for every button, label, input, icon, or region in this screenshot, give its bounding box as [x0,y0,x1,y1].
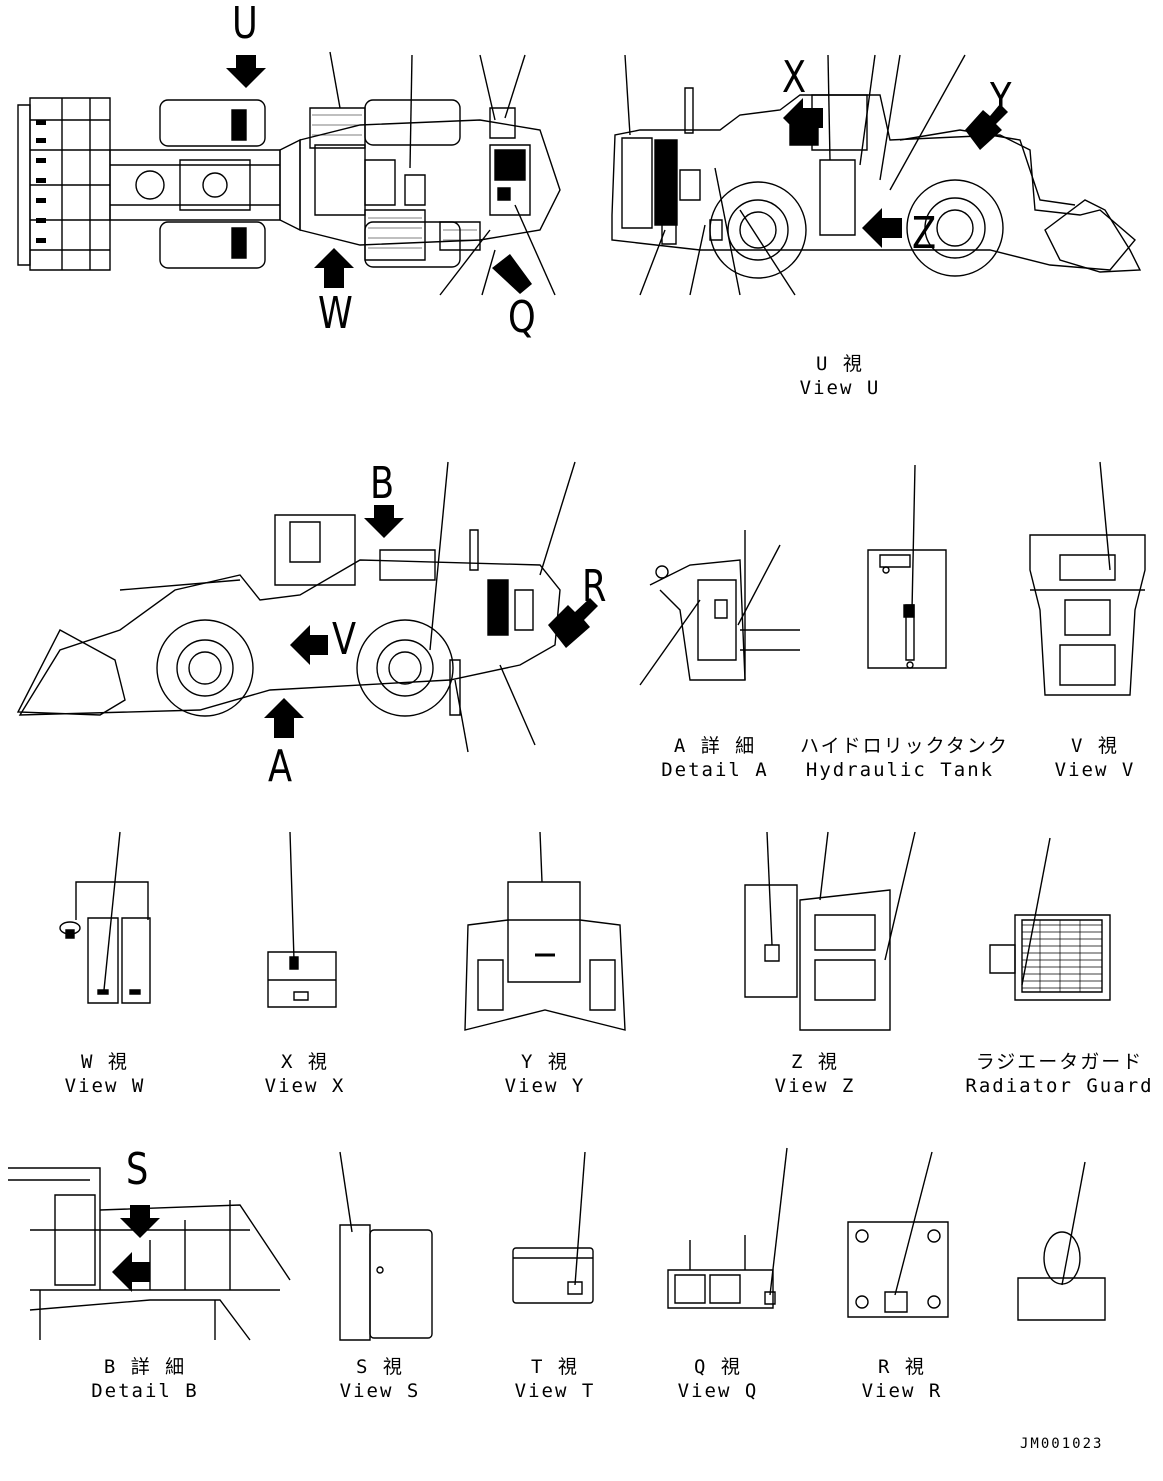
drawing-code: JM001023 [1020,1436,1104,1452]
label-s: S [126,1144,149,1195]
caption-hydraulic-tank: ハイドロリックタンク Hydraulic Tank [800,734,1009,782]
caption-detail-a-en: Detail A [661,759,769,781]
bottom-right-plate-drawing [1018,1162,1105,1320]
top-view-machine [18,52,560,295]
caption-view-z-en: View Z [774,1075,856,1097]
caption-view-r: R 視 View R [842,1355,962,1403]
label-z: Z [912,208,937,259]
caption-view-u-jp: U 視 [816,353,864,375]
caption-view-u-en: View U [799,377,881,399]
view-arrows-detail-b [112,1205,160,1292]
caption-radiator-guard-en: Radiator Guard [965,1075,1154,1097]
view-v-drawing [1030,462,1145,695]
caption-detail-b-en: Detail B [91,1380,199,1402]
caption-view-s-en: View S [339,1380,421,1402]
caption-view-s-jp: S 視 [356,1356,404,1378]
view-arrows-u [783,98,1008,248]
caption-view-x: X 視 View X [245,1050,365,1098]
caption-hydraulic-tank-jp: ハイドロリックタンク [800,735,1009,757]
detail-a-drawing [640,530,800,685]
label-q: Q [508,292,536,343]
view-arrows-side [264,505,598,738]
caption-view-v-jp: V 視 [1071,735,1119,757]
caption-detail-a-jp: A 詳 細 [673,735,757,757]
caption-view-x-jp: X 視 [281,1051,329,1073]
view-y-drawing [465,832,625,1030]
caption-radiator-guard: ラジエータガード Radiator Guard [962,1050,1157,1098]
view-w-drawing [60,832,150,1003]
caption-view-t: T 視 View T [495,1355,615,1403]
caption-view-v: V 視 View V [1040,734,1150,782]
label-w: W [318,288,353,339]
side-view-machine [18,462,575,752]
caption-view-w-jp: W 視 [81,1051,129,1073]
caption-view-y-jp: Y 視 [521,1051,569,1073]
caption-view-t-jp: T 視 [531,1356,579,1378]
caption-view-u: U 視 View U [780,352,900,400]
caption-view-q-jp: Q 視 [694,1356,742,1378]
label-a: A [268,741,293,792]
radiator-guard-drawing [990,838,1110,1000]
caption-view-r-jp: R 視 [878,1356,926,1378]
label-x: X [782,52,807,103]
label-b: B [370,458,395,509]
caption-view-w: W 視 View W [45,1050,165,1098]
hydraulic-tank-drawing [868,465,946,668]
caption-detail-b-jp: B 詳 細 [103,1356,187,1378]
caption-view-v-en: View V [1054,759,1136,781]
view-arrows-top [226,55,532,294]
label-r: R [582,561,607,612]
view-q-drawing [668,1148,787,1308]
caption-view-z-jp: Z 視 [791,1051,839,1073]
caption-view-y-en: View Y [504,1075,586,1097]
caption-view-q-en: View Q [677,1380,759,1402]
view-r-drawing [848,1152,948,1317]
caption-hydraulic-tank-en: Hydraulic Tank [805,759,995,781]
caption-view-y: Y 視 View Y [485,1050,605,1098]
label-v: V [332,614,357,665]
caption-view-w-en: View W [64,1075,146,1097]
label-u: U [232,0,258,49]
view-t-drawing [513,1152,593,1303]
caption-view-x-en: View X [264,1075,346,1097]
caption-view-t-en: View T [514,1380,596,1402]
label-y: Y [990,74,1012,125]
view-s-drawing [340,1152,432,1340]
view-u-machine [612,55,1140,295]
caption-detail-b: B 詳 細 Detail B [80,1355,210,1403]
caption-view-s: S 視 View S [320,1355,440,1403]
caption-view-q: Q 視 View Q [658,1355,778,1403]
caption-radiator-guard-jp: ラジエータガード [975,1051,1144,1073]
view-x-drawing [268,832,336,1007]
caption-detail-a: A 詳 細 Detail A [655,734,775,782]
view-z-drawing [745,832,915,1030]
caption-view-r-en: View R [861,1380,943,1402]
caption-view-z: Z 視 View Z [755,1050,875,1098]
detail-b-drawing [8,1168,290,1340]
